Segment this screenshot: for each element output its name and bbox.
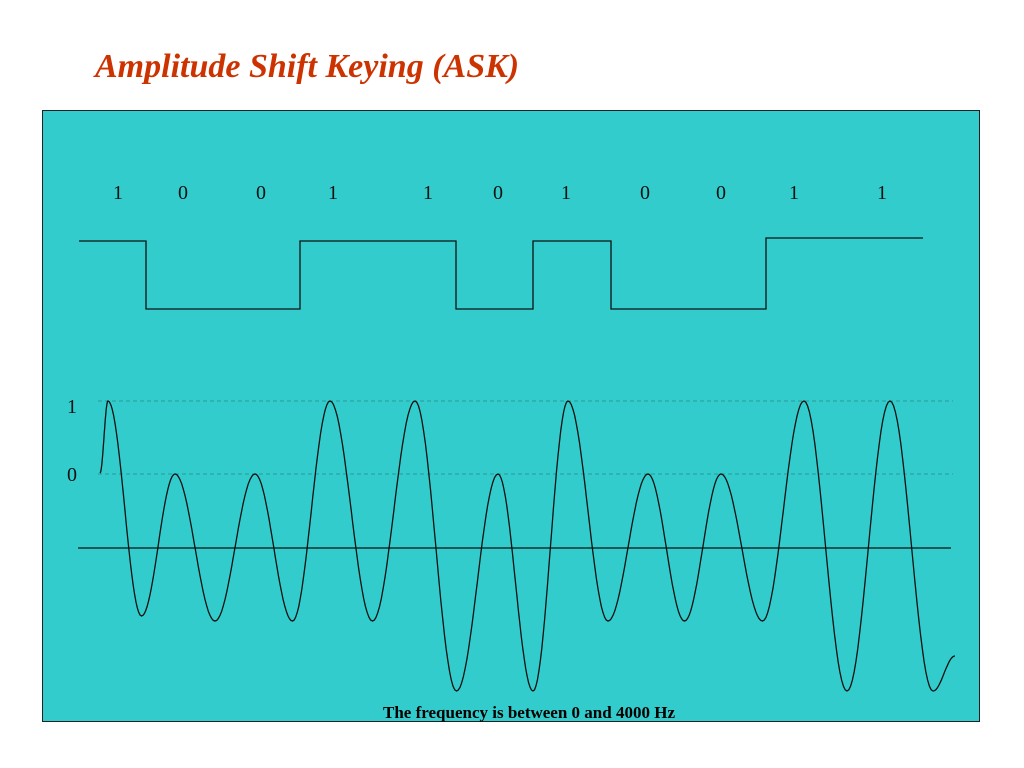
caption: The frequency is between 0 and 4000 Hz (383, 703, 675, 722)
slide-title: Amplitude Shift Keying (ASK) (95, 48, 520, 85)
bit-label: 1 (877, 182, 887, 204)
bit-label: 1 (328, 182, 338, 204)
bit-label: 1 (561, 182, 571, 204)
ask-diagram-panel: 1 0 0 1 1 0 1 0 0 1 1 1 0 The frequency … (42, 110, 980, 722)
amplitude-label-1: 1 (67, 396, 77, 418)
amplitude-label-0: 0 (67, 464, 77, 486)
bit-label: 0 (493, 182, 503, 204)
bit-label: 1 (423, 182, 433, 204)
ask-modulated-wave (99, 400, 956, 692)
bit-label: 1 (789, 182, 799, 204)
digital-signal (79, 237, 923, 310)
bit-label: 0 (178, 182, 188, 204)
bit-label: 0 (640, 182, 650, 204)
bit-label: 1 (113, 182, 123, 204)
bit-label: 0 (716, 182, 726, 204)
bit-label: 0 (256, 182, 266, 204)
ask-diagram: 1 0 0 1 1 0 1 0 0 1 1 1 0 The frequency … (67, 182, 956, 722)
